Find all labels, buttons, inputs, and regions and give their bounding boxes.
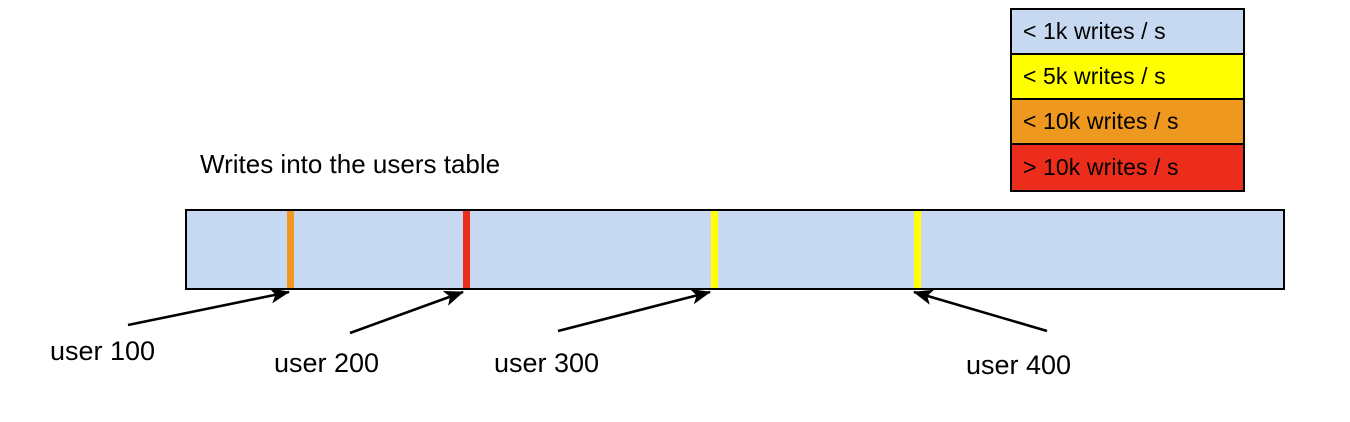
arrow-user-200: [349, 290, 464, 335]
legend-item-label: < 10k writes / s: [1023, 108, 1179, 134]
legend-item-label: < 1k writes / s: [1023, 18, 1166, 44]
user-300-stripe: [711, 211, 718, 288]
users-table-bar: [185, 209, 1285, 290]
legend-item-lt-10k: < 10k writes / s: [1012, 100, 1243, 145]
arrow-user-300: [557, 289, 712, 333]
callout-label-user-100: user 100: [50, 336, 156, 366]
writes-legend: < 1k writes / s < 5k writes / s < 10k wr…: [1010, 8, 1245, 192]
user-100-stripe: [287, 211, 294, 288]
user-200-stripe: [463, 211, 470, 288]
diagram-caption: Writes into the users table: [200, 149, 501, 179]
legend-item-label: > 10k writes / s: [1023, 154, 1179, 180]
legend-item-label: < 5k writes / s: [1023, 63, 1166, 89]
user-400-stripe: [914, 211, 921, 288]
legend-item-lt-1k: < 1k writes / s: [1012, 10, 1243, 55]
callout-label-user-200: user 200: [274, 348, 380, 378]
arrow-user-400: [913, 289, 1048, 333]
legend-item-gt-10k: > 10k writes / s: [1012, 145, 1243, 190]
callout-label-user-300: user 300: [494, 348, 600, 378]
arrow-user-100: [127, 288, 291, 327]
legend-item-lt-5k: < 5k writes / s: [1012, 55, 1243, 100]
callout-label-user-400: user 400: [966, 350, 1072, 380]
